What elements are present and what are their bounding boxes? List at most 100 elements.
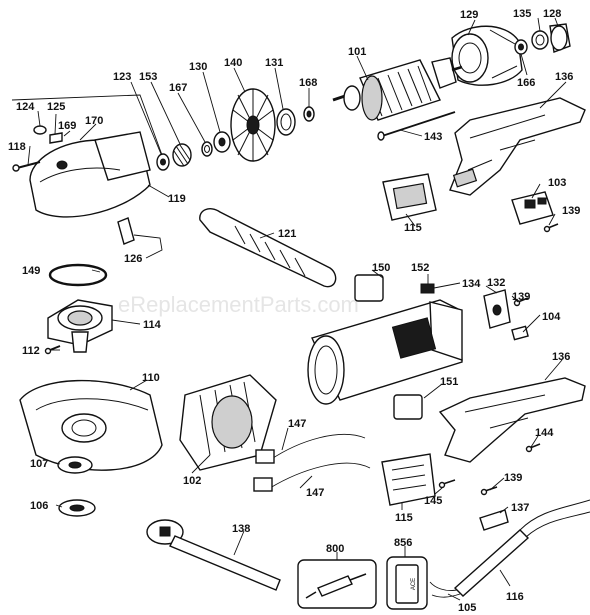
callout-130: 130	[189, 61, 207, 73]
screw-144	[525, 443, 541, 453]
callout-115-bottom: 115	[395, 512, 413, 524]
callout-137: 137	[511, 502, 529, 514]
callout-856: 856	[394, 537, 412, 549]
callout-147-lower: 147	[306, 487, 324, 499]
callout-149: 149	[22, 265, 40, 277]
box-856-text: ACE	[411, 578, 417, 590]
cable-147-upper	[255, 433, 366, 464]
screw-139-top	[543, 223, 559, 233]
callout-106: 106	[30, 500, 48, 512]
callout-115-top: 115	[404, 222, 422, 234]
washer-168	[303, 106, 315, 122]
callout-139-top: 139	[562, 205, 580, 217]
callout-132: 132	[487, 277, 505, 289]
callout-800: 800	[326, 543, 344, 555]
callout-135: 135	[513, 8, 531, 20]
callout-136-top: 136	[555, 71, 573, 83]
brush-152	[420, 283, 435, 294]
handle-half-136-top	[449, 97, 586, 196]
wheel-guard-110	[19, 379, 163, 471]
callout-150: 150	[372, 262, 390, 274]
callout-144: 144	[535, 427, 554, 439]
callout-123: 123	[113, 71, 131, 83]
inner-flange-107	[57, 456, 93, 474]
callout-139-mid: 139	[512, 291, 530, 303]
power-cord-116	[453, 499, 590, 597]
brush-holder-132	[483, 289, 511, 329]
callout-110: 110	[142, 372, 160, 384]
rod-143	[377, 111, 456, 141]
screw-145	[438, 479, 456, 489]
cord-leads-105	[429, 581, 461, 598]
pin-126	[117, 217, 135, 245]
cover-115-top	[382, 173, 437, 221]
callout-112: 112	[22, 345, 40, 357]
cable-147-lower	[253, 462, 371, 492]
bearing-plate-114	[47, 299, 113, 353]
pinion-gear-153	[172, 143, 192, 167]
callout-102: 102	[183, 475, 201, 487]
leader-lines	[11, 17, 567, 601]
callout-139-low: 139	[504, 472, 522, 484]
callout-107: 107	[30, 458, 48, 470]
armature-101	[332, 57, 463, 121]
callout-169: 169	[58, 120, 76, 132]
washer-167	[201, 141, 213, 157]
spindle-lock-124-125	[33, 125, 63, 144]
box-800	[297, 559, 377, 609]
screw-118	[12, 161, 41, 172]
callout-170: 170	[85, 115, 103, 127]
box-856: ACE	[386, 556, 428, 610]
callout-126: 126	[124, 253, 142, 265]
bearing-135	[531, 30, 549, 50]
callout-119: 119	[168, 193, 186, 205]
watermark: eReplacementParts.com	[118, 292, 359, 317]
callout-114: 114	[143, 319, 162, 331]
callout-138: 138	[232, 523, 250, 535]
callout-103: 103	[548, 177, 566, 189]
baffle-ring-131	[276, 108, 296, 136]
callout-147-upper: 147	[288, 418, 306, 430]
callout-143: 143	[424, 131, 442, 143]
fan-140	[230, 88, 276, 162]
side-handle-121	[199, 208, 337, 288]
callout-105: 105	[458, 602, 476, 614]
callout-101: 101	[348, 46, 366, 58]
handle-half-136-bottom	[438, 377, 586, 463]
callout-167: 167	[169, 82, 187, 94]
bearing-130	[213, 131, 231, 153]
o-ring-149	[48, 263, 108, 287]
callout-121: 121	[278, 228, 296, 240]
callout-152: 152	[411, 262, 429, 274]
cord-clamp-137	[479, 509, 509, 531]
gear-housing-129	[451, 25, 523, 86]
field-102	[179, 374, 277, 471]
callout-124: 124	[16, 101, 35, 113]
callout-140: 140	[224, 57, 242, 69]
label-151	[393, 394, 423, 420]
screw-139-low	[480, 486, 498, 496]
callout-labels: 129 135 128 166 136 101 168 131 140 130 …	[8, 8, 580, 614]
callout-134: 134	[462, 278, 481, 290]
callout-145: 145	[424, 495, 442, 507]
outer-flange-106	[58, 499, 96, 517]
screw-112	[44, 345, 61, 355]
brush-104	[511, 325, 529, 341]
gear-123	[156, 153, 170, 171]
washer-166	[514, 39, 528, 55]
gear-case-170	[29, 131, 151, 218]
callout-104: 104	[542, 311, 561, 323]
callout-131: 131	[265, 57, 283, 69]
callout-153: 153	[139, 71, 157, 83]
callout-129: 129	[460, 9, 478, 21]
label-150	[354, 274, 384, 302]
callout-151: 151	[440, 376, 458, 388]
callout-116: 116	[506, 591, 524, 603]
callout-128: 128	[543, 8, 561, 20]
callout-166: 166	[517, 77, 535, 89]
callout-118: 118	[8, 141, 26, 153]
cover-115-bottom	[381, 453, 436, 506]
motor-housing-134	[307, 299, 463, 405]
bearing-cap-128	[549, 23, 571, 53]
